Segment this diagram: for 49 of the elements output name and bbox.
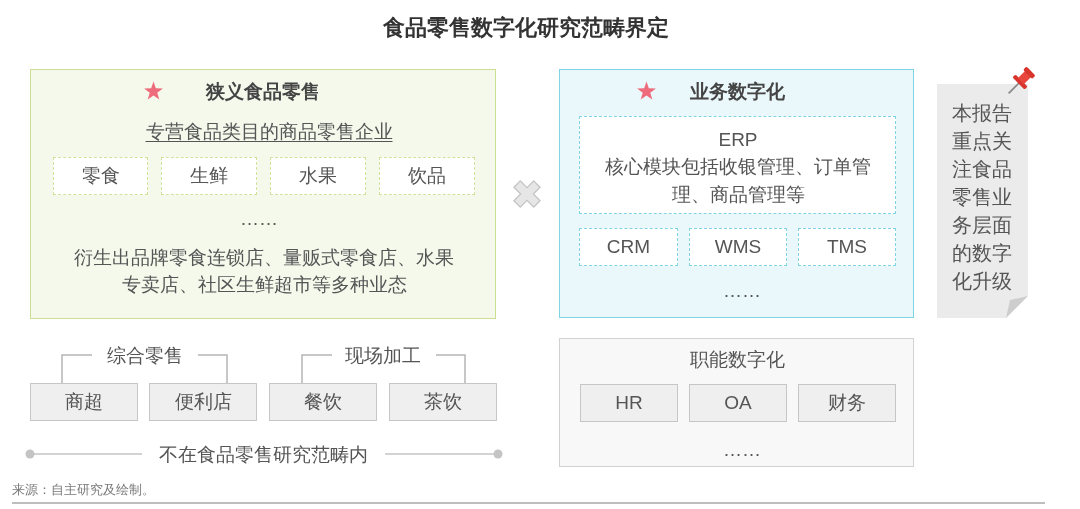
scope-note: 不在食品零售研究范畴内 bbox=[158, 443, 368, 467]
system-name: ERP bbox=[718, 128, 758, 152]
category-box bbox=[379, 157, 475, 195]
system-label: TMS bbox=[826, 235, 868, 259]
category-label: 饮品 bbox=[408, 164, 446, 188]
category-box bbox=[161, 157, 257, 195]
panel-subtitle: 专营食品类目的商品零售企业 bbox=[145, 120, 393, 144]
function-label: HR bbox=[615, 391, 643, 415]
diagram-title: 食品零售数字化研究范畴界定 bbox=[383, 14, 669, 42]
ellipsis: …… bbox=[240, 207, 278, 231]
source-note: 来源：自主研究及绘制。 bbox=[12, 482, 155, 498]
format-label: 茶饮 bbox=[424, 390, 462, 414]
format-box bbox=[389, 383, 497, 421]
system-box bbox=[579, 228, 678, 266]
function-box bbox=[580, 384, 678, 422]
scope-panel bbox=[30, 69, 496, 319]
panel-heading: 业务数字化 bbox=[689, 80, 785, 104]
note-text: 本报告重点关注食品零售业务层面的数字化升级 bbox=[952, 101, 1013, 294]
category-label: 水果 bbox=[299, 164, 337, 188]
group-label: 现场加工 bbox=[345, 344, 421, 368]
system-label: CRM bbox=[606, 235, 651, 259]
scope-panel bbox=[559, 69, 914, 318]
format-label: 餐饮 bbox=[304, 390, 342, 414]
format-box bbox=[149, 383, 257, 421]
scope-panel bbox=[559, 338, 914, 467]
format-box bbox=[30, 383, 138, 421]
system-description: 核心模块包括收银管理、订单管理、商品管理等 bbox=[604, 155, 872, 207]
category-label: 生鲜 bbox=[190, 164, 228, 188]
group-label: 综合零售 bbox=[107, 344, 183, 368]
note-card bbox=[937, 84, 1028, 318]
ellipsis: …… bbox=[723, 279, 761, 303]
format-label: 商超 bbox=[65, 390, 103, 414]
panel-heading: 职能数字化 bbox=[689, 348, 785, 372]
system-box bbox=[689, 228, 787, 266]
format-label: 便利店 bbox=[174, 390, 232, 414]
function-box bbox=[689, 384, 787, 422]
category-box bbox=[270, 157, 366, 195]
ellipsis: …… bbox=[723, 438, 761, 462]
system-label: WMS bbox=[714, 235, 762, 259]
function-label: 财务 bbox=[828, 391, 866, 415]
panel-description: 衍生出品牌零食连锁店、量贩式零食店、水果专卖店、社区生鲜超市等多种业态 bbox=[73, 246, 455, 297]
format-box bbox=[269, 383, 377, 421]
category-box bbox=[53, 157, 148, 195]
panel-heading: 狭义食品零售 bbox=[206, 80, 320, 104]
system-box bbox=[798, 228, 896, 266]
category-label: 零食 bbox=[81, 164, 120, 188]
system-box bbox=[579, 116, 896, 214]
function-box bbox=[798, 384, 896, 422]
function-label: OA bbox=[724, 391, 752, 415]
